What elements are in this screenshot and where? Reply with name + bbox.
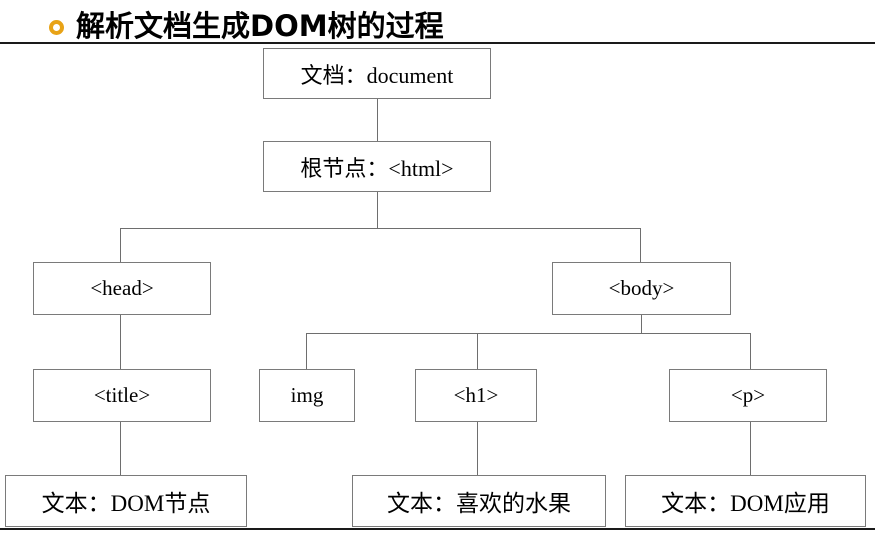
connector-html-to-head [120, 228, 121, 262]
node-document: 文档：document [263, 48, 491, 99]
node-title-label: <title> [93, 383, 151, 407]
node-body: <body> [552, 262, 731, 315]
connector-html-stem [377, 192, 378, 228]
node-h1: <h1> [415, 369, 537, 422]
slide-title-row: 解析文档生成DOM树的过程 [0, 6, 875, 43]
node-text-dom-app-label: 文本：DOM应用 [661, 491, 830, 516]
bottom-divider [0, 528, 875, 530]
node-html: 根节点：<html> [263, 141, 491, 192]
connector-body-to-p [750, 333, 751, 369]
page-title: 解析文档生成DOM树的过程 [76, 9, 444, 43]
node-text-dom-app: 文本：DOM应用 [625, 475, 866, 527]
node-document-label: 文档：document [300, 62, 454, 88]
node-body-label: <body> [608, 276, 675, 300]
node-p: <p> [669, 369, 827, 422]
connector-title-to-text-dom-node [120, 422, 121, 475]
connector-body-to-h1 [477, 333, 478, 369]
node-title: <title> [33, 369, 211, 422]
connector-document-to-html [377, 99, 378, 141]
node-p-label: <p> [730, 383, 766, 407]
node-img: img [259, 369, 355, 422]
title-divider [0, 42, 875, 44]
node-head-label: <head> [90, 276, 154, 300]
connector-h1-to-text-fruit [477, 422, 478, 475]
connector-body-stem [641, 315, 642, 333]
ring-bullet-icon [49, 20, 64, 35]
connector-html-to-body [640, 228, 641, 262]
connector-body-to-img [306, 333, 307, 369]
node-html-label: 根节点：<html> [300, 155, 454, 181]
node-head: <head> [33, 262, 211, 315]
node-img-label: img [290, 383, 324, 407]
connector-p-to-text-dom-app [750, 422, 751, 475]
connector-body-branch-bar [306, 333, 751, 334]
node-text-fruit: 文本：喜欢的水果 [352, 475, 606, 527]
connector-head-to-title [120, 315, 121, 369]
node-h1-label: <h1> [453, 383, 499, 407]
node-text-fruit-label: 文本：喜欢的水果 [387, 491, 571, 516]
node-text-dom-node-label: 文本：DOM节点 [41, 491, 211, 516]
node-text-dom-node: 文本：DOM节点 [5, 475, 247, 527]
connector-html-branch-bar [120, 228, 640, 229]
